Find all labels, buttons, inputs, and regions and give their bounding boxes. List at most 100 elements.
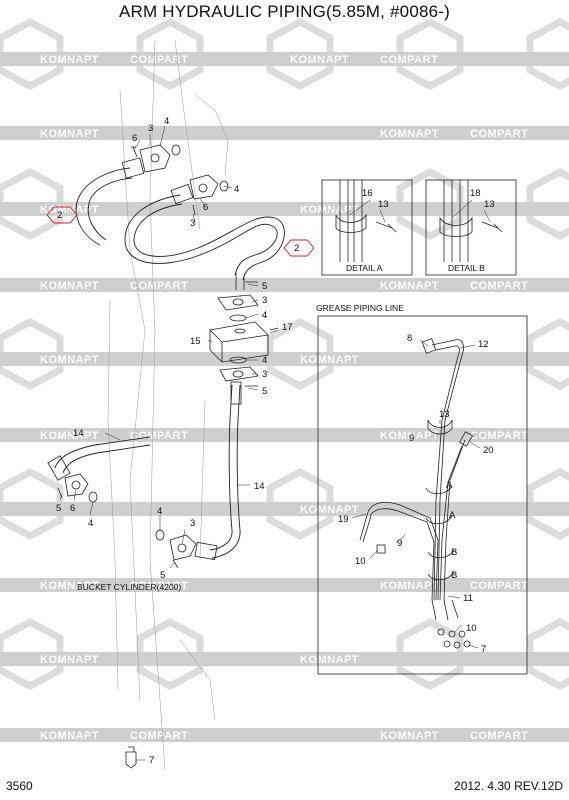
o-ring-part	[229, 314, 247, 322]
detail-a-label: DETAIL A	[346, 263, 383, 273]
watermark-text-item: KOMNAPT	[40, 354, 99, 366]
callout-label: 7	[481, 644, 486, 655]
hose-fitting	[170, 183, 194, 205]
callout-label: 13	[439, 409, 450, 420]
watermark-text-item: KOMNAPT	[300, 504, 359, 516]
watermark-text-item: KOMNAPT	[40, 430, 99, 442]
callout-label: 5	[160, 570, 165, 581]
grease-panel-title: GREASE PIPING LINE	[316, 303, 404, 313]
watermark-text-item: KOMNAPT	[40, 580, 99, 592]
callout-label: 17	[282, 322, 293, 333]
callout-label: 6	[70, 503, 75, 514]
callout-label: B	[451, 547, 457, 558]
watermark-text-item: KOMNAPT	[40, 280, 99, 292]
detail-a: DETAIL A	[321, 179, 413, 276]
watermark-text-item: KOMNAPT	[300, 654, 359, 666]
callout-label: 4	[157, 506, 162, 517]
callout-label: 3	[262, 295, 267, 306]
watermark-text-item: COMPART	[130, 580, 188, 592]
watermark-text-item: COMPART	[380, 54, 438, 66]
watermark-text-item: COMPART	[130, 430, 188, 442]
callout-label: 14	[73, 428, 84, 439]
flange-part	[64, 473, 89, 497]
watermark-text-item: COMPART	[470, 580, 528, 592]
watermark-text-item: KOMNAPT	[380, 730, 439, 742]
hose-fitting	[194, 541, 218, 561]
callout-label: 4	[234, 184, 239, 195]
watermark-hex-row	[0, 18, 569, 690]
detail-b-label: DETAIL B	[448, 263, 485, 273]
watermark-text-item: KOMNAPT	[290, 54, 349, 66]
watermark-text-item: KOMNAPT	[300, 354, 359, 366]
callout-label: A	[449, 510, 456, 521]
watermark-text-item: KOMNAPT	[380, 280, 439, 292]
callout-label: 4	[262, 355, 267, 366]
callout-label: A	[446, 480, 453, 491]
hose-fitting	[230, 381, 242, 405]
callout-label: 4	[262, 310, 267, 321]
callout-label: 13	[378, 199, 389, 210]
o-ring-part	[219, 180, 229, 192]
watermark-text-item: KOMNAPT	[380, 580, 439, 592]
watermark-text-item: KOMNAPT	[40, 654, 99, 666]
callout-label: 3	[262, 369, 267, 380]
page-number: 3560	[6, 779, 33, 793]
callout-label: 11	[463, 593, 473, 604]
block-part	[209, 321, 269, 363]
upper-middle-hose	[124, 174, 285, 281]
callout-label: 3	[148, 123, 153, 134]
callout-label: 3	[190, 518, 195, 529]
callout-label: 5	[262, 281, 267, 292]
bucket-cylinder-caption: BUCKET CYLINDER(4200)	[77, 582, 181, 592]
watermark-text-item: KOMNAPT	[40, 54, 99, 66]
callout-label: 10	[466, 623, 477, 634]
watermark-text-item: KOMNAPT	[40, 730, 99, 742]
highlight-callouts	[46, 206, 315, 257]
watermark-text-item: COMPART	[470, 730, 528, 742]
o-ring-part	[88, 491, 98, 503]
watermark-text-item: KOMNAPT	[300, 204, 359, 216]
watermark-text-item: KOMNAPT	[40, 204, 99, 216]
flange-part	[219, 366, 259, 382]
callout-label: 8	[407, 333, 412, 344]
flange-part	[139, 144, 171, 173]
leader-lines	[59, 125, 491, 761]
grease-nipple-bottom	[125, 746, 137, 769]
callout-label: 9	[397, 538, 402, 549]
callout-label: 4	[88, 518, 93, 529]
watermark-text-item: COMPART	[470, 128, 528, 140]
vertical-hose	[155, 381, 242, 569]
callout-hex	[283, 239, 315, 257]
callout-label: 4	[164, 116, 169, 127]
watermark-text: KOMNAPT COMPART KOMNAPT COMPART KOMNAPT …	[40, 54, 528, 742]
watermark-bars	[0, 52, 569, 742]
block-assembly	[209, 272, 279, 387]
callout-label: 5	[56, 503, 61, 514]
watermark-text-item: COMPART	[130, 54, 188, 66]
watermark-text-item: KOMNAPT	[380, 128, 439, 140]
callout-hex	[46, 206, 78, 224]
callout-label: 16	[362, 188, 373, 199]
callout-labels: 2 2 3 4 6 4 6 3 5 3 4 17 15 4 3 5 14 14 …	[56, 116, 495, 766]
callout-label: 12	[478, 339, 489, 350]
o-ring-part	[171, 144, 181, 156]
callout-label: 9	[409, 433, 414, 444]
page-title: ARM HYDRAULIC PIPING(5.85M, #0086-)	[118, 2, 451, 21]
watermark-text-item: COMPART	[470, 280, 528, 292]
hose-fitting	[121, 157, 145, 179]
flange-part	[217, 294, 259, 311]
bucket-hose	[47, 436, 151, 503]
o-ring-part	[155, 529, 165, 541]
callout-label: 15	[190, 336, 201, 347]
watermark-text-item: KOMNAPT	[380, 430, 439, 442]
watermark-text-item: KOMNAPT	[40, 128, 99, 140]
flange-part	[189, 174, 219, 200]
hose-fitting	[47, 455, 71, 481]
flange-part	[169, 534, 197, 561]
callout-label: 13	[484, 199, 495, 210]
detail-b: DETAIL B	[425, 179, 517, 276]
callout-label: 18	[470, 188, 481, 199]
callout-label: 2	[294, 243, 299, 254]
revision-date: 2012. 4.30 REV.12D	[454, 779, 563, 793]
callout-label: 10	[355, 556, 366, 567]
